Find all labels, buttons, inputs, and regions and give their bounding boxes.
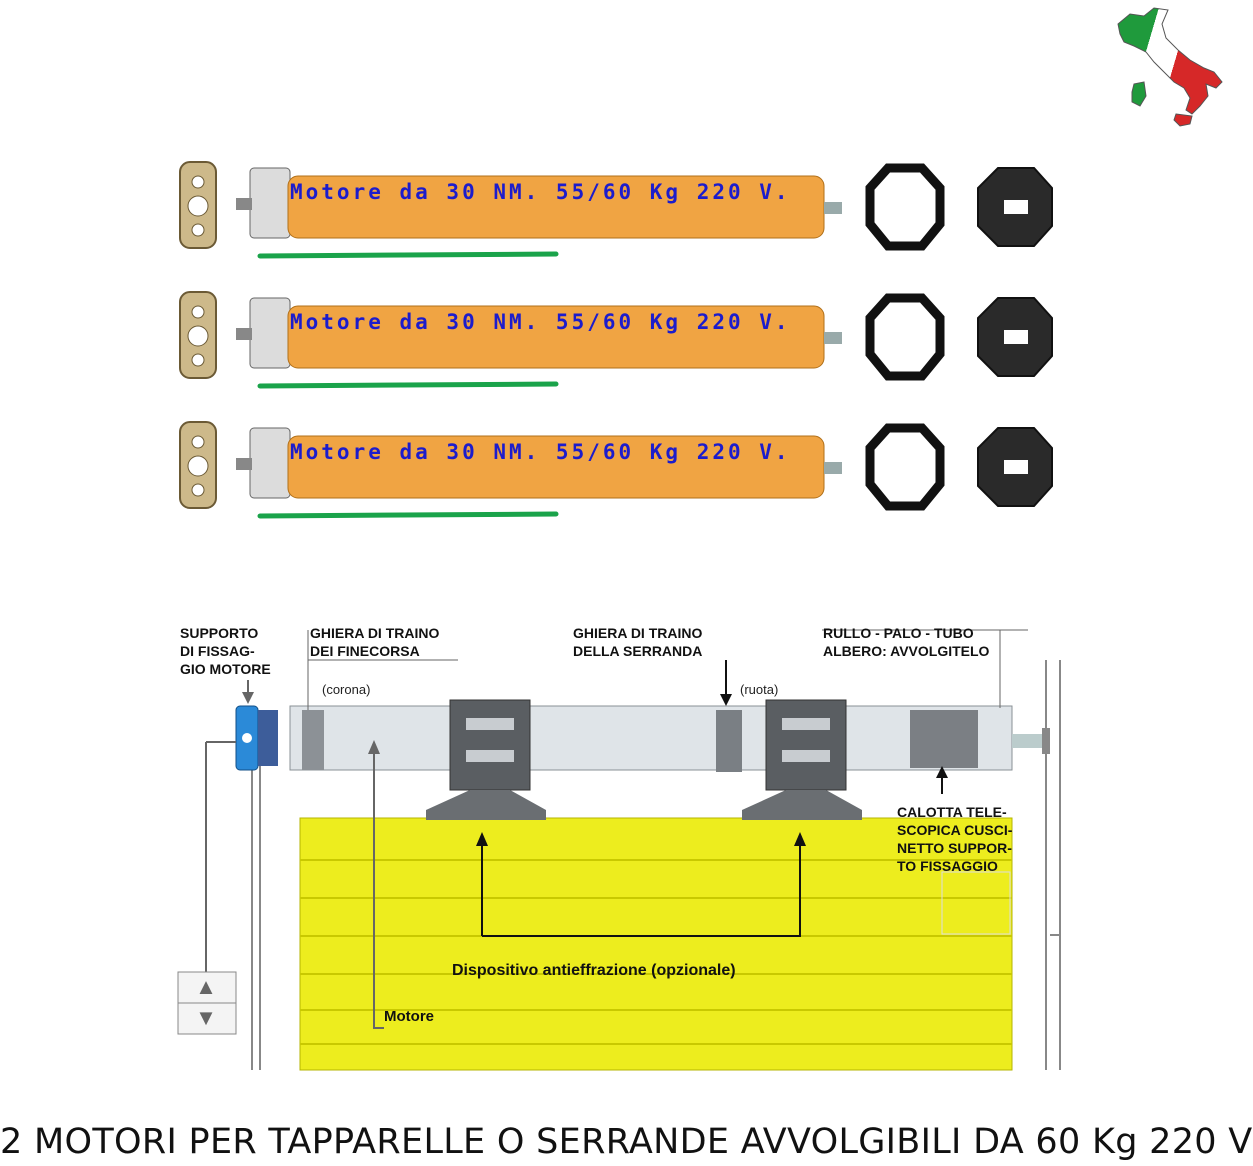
bracket-clamp-1 — [426, 699, 546, 820]
motor-kit-illustration — [179, 421, 1053, 519]
label-support: SUPPORTO DI FISSAG- GIO MOTORE — [180, 625, 271, 677]
crown-ring — [302, 710, 324, 770]
motor-head-icon — [236, 167, 291, 239]
label-ring-shutter: GHIERA DI TRAINO DELLA SERRANDA — [573, 625, 703, 659]
wheel-ring — [716, 710, 742, 772]
wheel-adapter-icon — [977, 297, 1053, 377]
motor-head-icon — [236, 427, 291, 499]
installation-diagram — [177, 629, 1061, 1071]
motor-label: Motore da 30 NM. 55/60 Kg 220 V. — [290, 440, 791, 464]
crown-adapter-icon — [865, 423, 945, 511]
motor-label: Motore da 30 NM. 55/60 Kg 220 V. — [290, 180, 791, 204]
bracket-icon — [179, 291, 217, 379]
page-title: 2 MOTORI PER TAPPARELLE O SERRANDE AVVOL… — [0, 1122, 1253, 1162]
motor-kit-3: Motore da 30 NM. 55/60 Kg 220 V. — [170, 416, 1070, 526]
bracket-icon — [179, 161, 217, 249]
motor-label: Motore da 30 NM. 55/60 Kg 220 V. — [290, 310, 791, 334]
crown-adapter-icon — [865, 293, 945, 381]
motor-kit-2: Motore da 30 NM. 55/60 Kg 220 V. — [170, 286, 1070, 396]
switch-up-arrow-icon[interactable]: ▲ — [195, 974, 217, 999]
limit-key — [257, 511, 559, 519]
italy-flag-map-icon — [1117, 7, 1223, 127]
label-anti-theft: Dispositivo antieffrazione (opzionale) — [452, 962, 736, 979]
motor-kit-1: Motore da 30 NM. 55/60 Kg 220 V. — [170, 156, 1070, 266]
up-down-switch — [177, 971, 237, 1035]
label-motor: Motore — [384, 1008, 434, 1025]
motor-support-bracket — [235, 705, 278, 771]
label-ruota: (ruota) — [740, 682, 779, 697]
wheel-adapter-icon — [977, 167, 1053, 247]
limit-key — [257, 381, 559, 389]
crown-adapter-icon — [865, 163, 945, 251]
label-cap: CALOTTA TELE- SCOPICA CUSCI- NETTO SUPPO… — [897, 804, 1013, 874]
wheel-adapter-icon — [977, 427, 1053, 507]
switch-down-arrow-icon[interactable]: ▼ — [195, 1005, 217, 1030]
motor-kit-illustration — [179, 161, 1053, 259]
bracket-clamp-2 — [742, 699, 862, 820]
bracket-icon — [179, 421, 217, 509]
label-ring-limit: GHIERA DI TRAINO DEI FINECORSA — [310, 625, 440, 659]
motor-head-icon — [236, 297, 291, 369]
roller-tube — [289, 705, 1013, 771]
limit-key — [257, 251, 559, 259]
label-roller: RULLO - PALO - TUBO ALBERO: AVVOLGITELO — [823, 625, 990, 659]
motor-kit-illustration — [179, 291, 1053, 389]
label-corona: (corona) — [322, 682, 371, 697]
